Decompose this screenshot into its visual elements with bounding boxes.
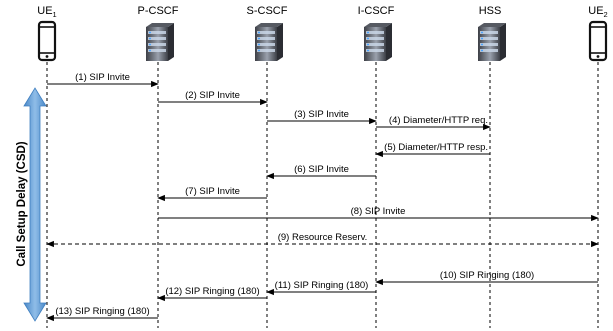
message-label: (2) SIP Invite <box>185 90 240 101</box>
message-7: (7) SIP Invite <box>157 186 267 202</box>
entity-subscript: 2 <box>604 10 608 19</box>
entity-label: UE1 <box>37 5 56 19</box>
entity-s-cscf: S-CSCF <box>247 5 288 61</box>
message-6: (6) SIP Invite <box>266 164 376 180</box>
message-12: (12) SIP Ringing (180) <box>157 286 267 302</box>
entity-ue2: UE2 <box>588 5 608 62</box>
entity-subscript: 1 <box>53 10 57 19</box>
message-1: (1) SIP Invite <box>47 72 159 88</box>
entity-p-cscf: P-CSCF <box>138 5 179 61</box>
message-13: (13) SIP Ringing (180) <box>46 306 158 322</box>
message-label: (13) SIP Ringing (180) <box>55 306 149 317</box>
server-icon <box>478 23 506 61</box>
call-setup-delay-arrow: Call Setup Delay (CSD) <box>16 87 47 322</box>
entity-label: I-CSCF <box>358 5 395 17</box>
entity-name: HSS <box>479 5 502 17</box>
entity-i-cscf: I-CSCF <box>358 5 395 61</box>
server-icon <box>364 23 392 61</box>
server-icon <box>146 23 174 61</box>
message-4: (4) Diameter/HTTP req. <box>376 115 491 131</box>
message-label: (7) SIP Invite <box>185 186 240 197</box>
message-label: (12) SIP Ringing (180) <box>165 286 259 297</box>
phone-icon <box>37 20 57 62</box>
message-label: (10) SIP Ringing (180) <box>440 270 534 281</box>
server-icon <box>255 23 283 61</box>
message-5: (5) Diameter/HTTP resp. <box>375 142 490 158</box>
message-label: (4) Diameter/HTTP req. <box>389 115 488 126</box>
entity-label: HSS <box>479 5 502 17</box>
message-8: (8) SIP Invite <box>158 206 599 222</box>
message-3: (3) SIP Invite <box>267 109 377 125</box>
message-2: (2) SIP Invite <box>158 90 268 106</box>
entity-name: S-CSCF <box>247 5 288 17</box>
message-label: (6) SIP Invite <box>294 164 349 175</box>
message-9: (9) Resource Reserv. <box>46 232 599 248</box>
message-label: (9) Resource Reserv. <box>278 232 368 243</box>
entity-label: S-CSCF <box>247 5 288 17</box>
entity-label: P-CSCF <box>138 5 179 17</box>
message-11: (11) SIP Ringing (180) <box>266 280 376 296</box>
entity-name: UE <box>588 5 603 17</box>
entity-label: UE2 <box>588 5 607 19</box>
message-label: (3) SIP Invite <box>294 109 349 120</box>
entity-name: UE <box>37 5 52 17</box>
entity-hss: HSS <box>478 5 506 61</box>
entity-ue1: UE1 <box>37 5 57 62</box>
message-label: (11) SIP Ringing (180) <box>275 280 369 291</box>
phone-icon <box>588 20 608 62</box>
message-label: (1) SIP Invite <box>75 72 130 83</box>
message-label: (5) Diameter/HTTP resp. <box>384 142 488 153</box>
entity-name: P-CSCF <box>138 5 179 17</box>
message-label: (8) SIP Invite <box>351 206 406 217</box>
call-setup-delay-label: Call Setup Delay (CSD) <box>16 141 28 266</box>
message-10: (10) SIP Ringing (180) <box>375 270 598 286</box>
message-layer: (1) SIP Invite (2) SIP Invite (3) SIP Invi… <box>46 72 599 322</box>
entity-name: I-CSCF <box>358 5 395 17</box>
